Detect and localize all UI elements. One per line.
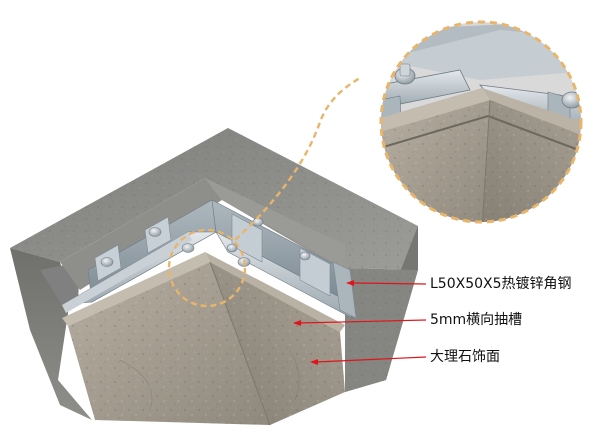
leader-lines xyxy=(293,280,427,365)
zoom-ring xyxy=(379,20,583,224)
zoom-detail xyxy=(379,20,583,224)
marble-cladding xyxy=(62,252,345,426)
angle-steel-left-run xyxy=(61,199,218,313)
label-angle-steel: L50X50X5热镀锌角钢 xyxy=(430,276,572,292)
zoom-connector xyxy=(234,76,361,241)
label-marble: 大理石饰面 xyxy=(430,349,500,365)
label-groove: 5mm横向抽槽 xyxy=(430,312,523,328)
detail-marker-circle xyxy=(167,228,247,308)
